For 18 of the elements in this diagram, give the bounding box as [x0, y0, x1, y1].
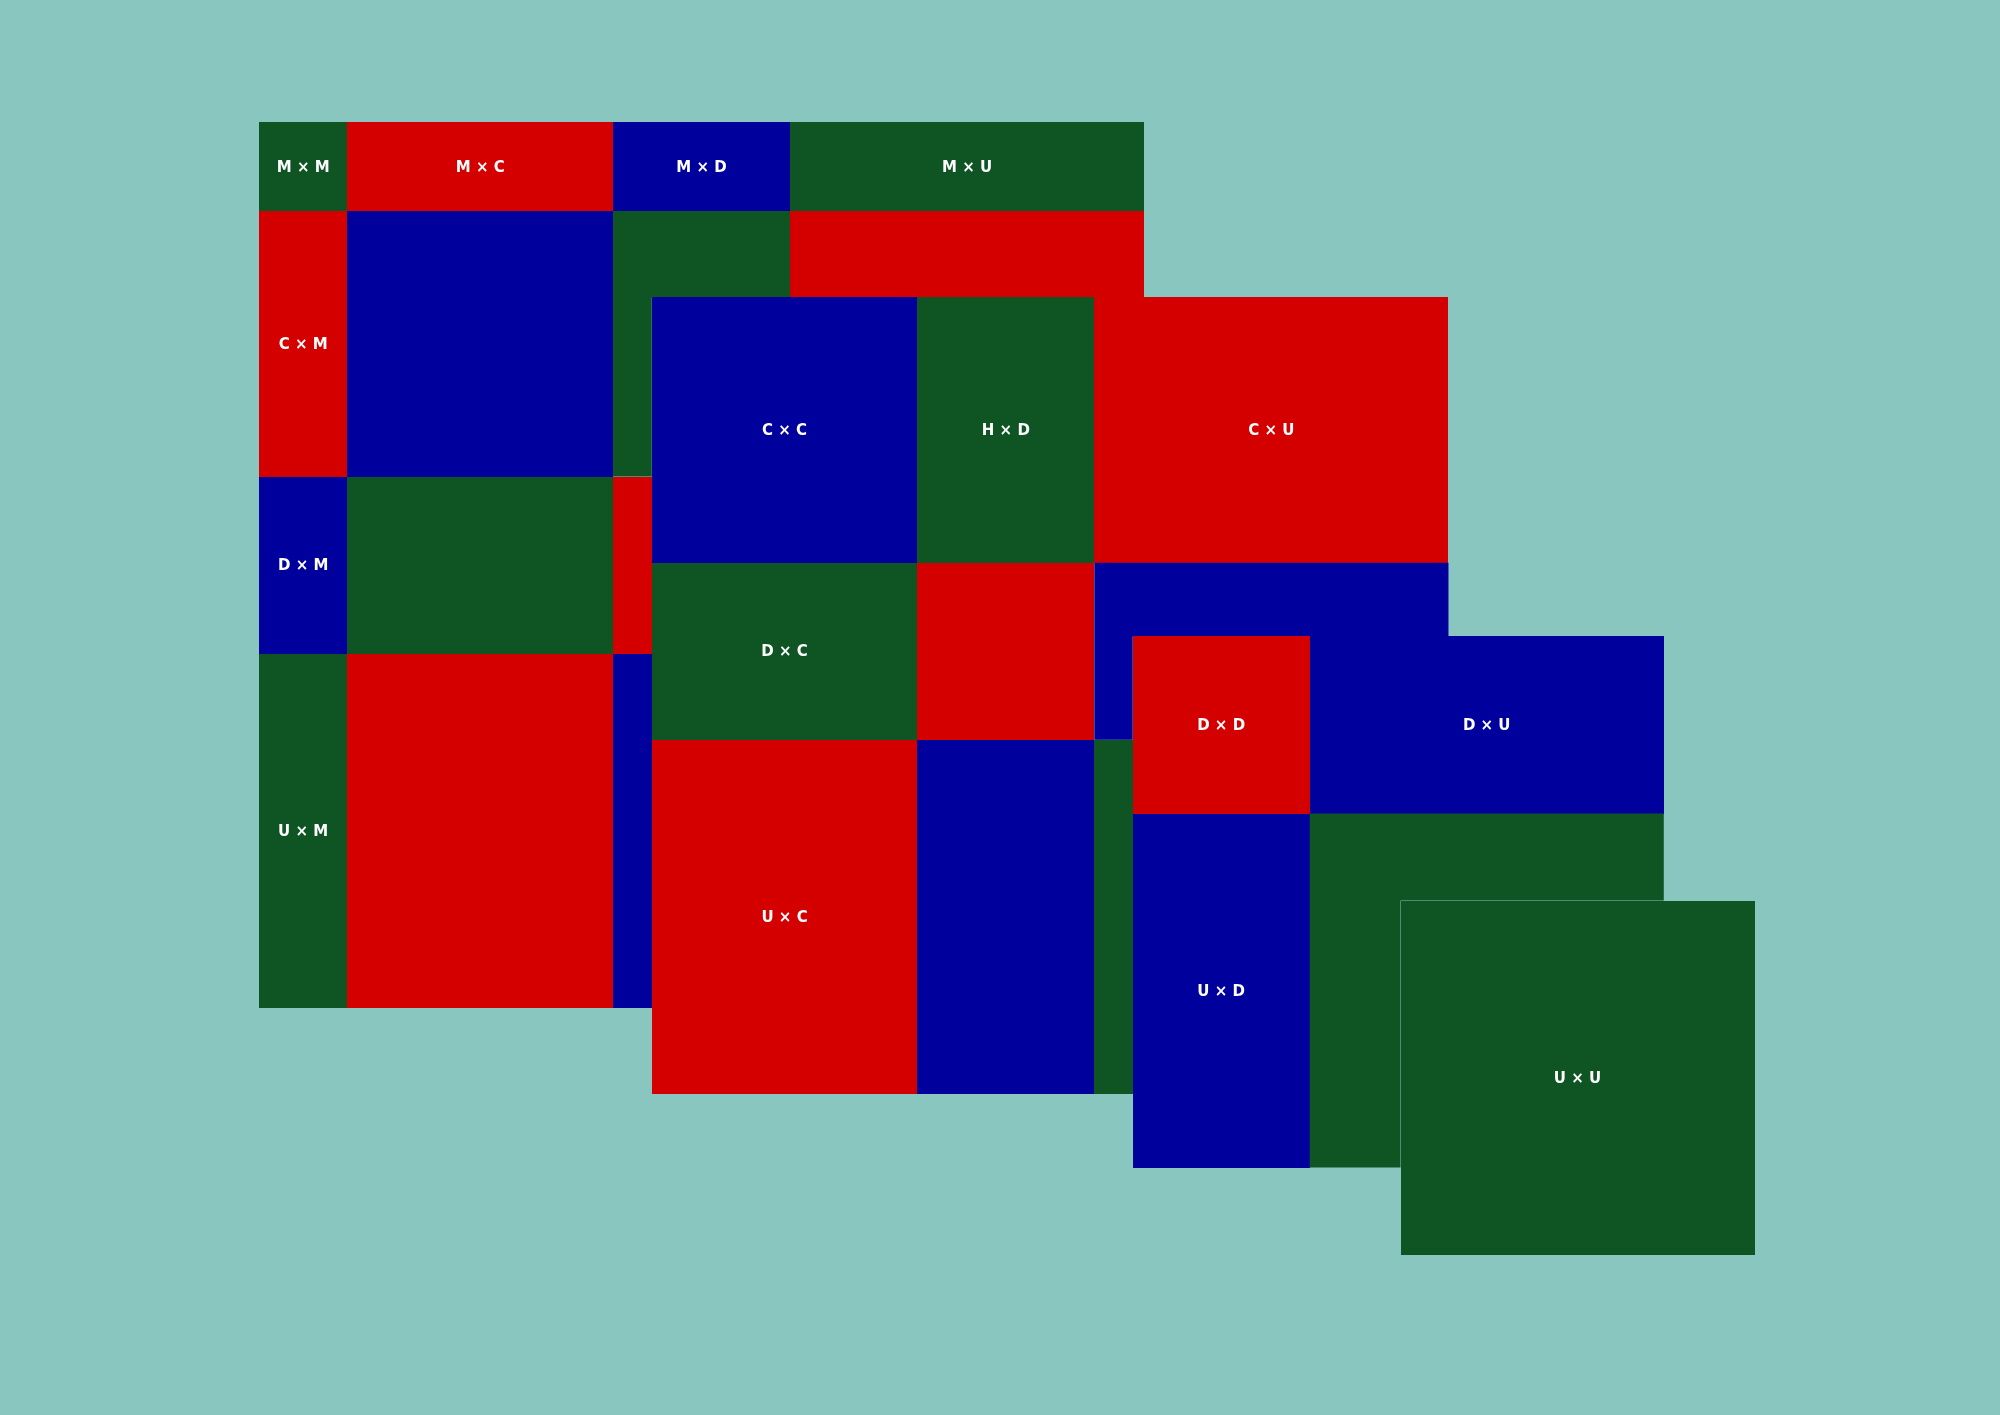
- product-tile: D × D: [1132, 636, 1310, 814]
- product-tile: M × M: [258, 122, 348, 211]
- product-tile: U × D: [1132, 813, 1310, 1168]
- product-tile: C × M: [258, 210, 348, 477]
- product-tile: U × U: [1400, 900, 1755, 1255]
- product-tile: D × M: [258, 476, 348, 654]
- product-tile: D × C: [651, 562, 918, 740]
- product-tile: D × U: [1309, 636, 1664, 814]
- product-tile: M × D: [613, 122, 791, 211]
- product-tile: M × C: [347, 122, 613, 211]
- product-tile: U × M: [258, 653, 348, 1008]
- empty-tile: [1094, 739, 1133, 1094]
- product-tile: C × C: [651, 297, 918, 563]
- product-tile: M × U: [790, 122, 1145, 211]
- product-tile: U × C: [651, 739, 918, 1094]
- product-tile: H × D: [917, 297, 1095, 563]
- empty-tile: [790, 210, 1145, 298]
- product-tile: C × U: [1094, 297, 1449, 563]
